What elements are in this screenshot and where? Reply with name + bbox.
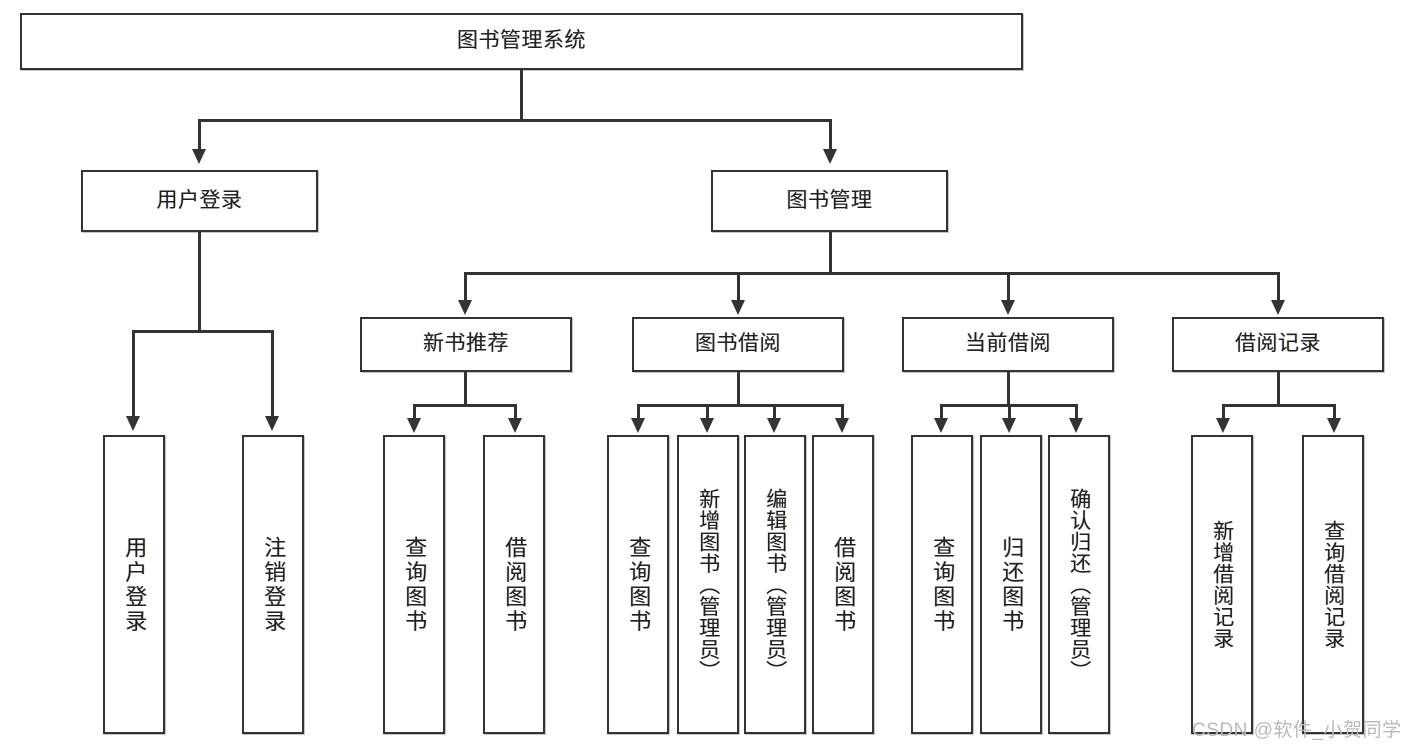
leaf-add-record-label: 新增借阅记录 (1210, 520, 1234, 649)
connector-new-book-rec-stem (464, 372, 467, 406)
node-book-borrow[interactable]: 图书借阅 (632, 317, 844, 372)
arrow-level2-2 (823, 149, 837, 164)
arrow-level2-1 (192, 149, 206, 164)
arrow-book-borrow-leaf-1 (631, 418, 645, 433)
connector-level3-bus (464, 272, 1280, 275)
connector-new-book-rec-bus (413, 404, 516, 407)
connector-level3-drop-3 (1007, 272, 1010, 302)
arrow-user-login-leaf-2 (265, 416, 279, 431)
node-new-book-rec[interactable]: 新书推荐 (360, 317, 572, 372)
connector-new-book-rec-drop-1 (413, 404, 416, 420)
connector-new-book-rec-drop-2 (514, 404, 517, 420)
connector-borrow-record-drop-1 (1222, 404, 1225, 420)
connector-level3-drop-4 (1277, 272, 1280, 302)
connector-current-borrow-drop-1 (940, 404, 943, 420)
leaf-user-logout-label: 注销登录 (261, 535, 287, 634)
connector-book-borrow-drop-2 (706, 404, 709, 420)
arrow-current-borrow-leaf-2 (1002, 418, 1016, 433)
connector-level3-drop-2 (737, 272, 740, 302)
arrow-current-borrow-leaf-3 (1069, 418, 1083, 433)
node-new-book-rec-label: 新书推荐 (423, 332, 509, 356)
leaf-borrow-book-1-label: 借阅图书 (502, 535, 528, 634)
connector-book-borrow-drop-3 (773, 404, 776, 420)
leaf-add-book[interactable]: 新增图书（管理员） (677, 435, 739, 734)
leaf-edit-book[interactable]: 编辑图书（管理员） (744, 435, 806, 734)
connector-current-borrow-drop-3 (1075, 404, 1078, 420)
connector-current-borrow-drop-2 (1008, 404, 1011, 420)
arrow-level3-2 (731, 300, 745, 315)
connector-book-borrow-drop-4 (841, 404, 844, 420)
connector-user-login-drop-2 (271, 330, 274, 418)
node-book-manage-label: 图书管理 (786, 188, 873, 212)
leaf-query-record[interactable]: 查询借阅记录 (1302, 435, 1364, 734)
leaf-return-book-label: 归还图书 (999, 535, 1025, 634)
leaf-borrow-book-2[interactable]: 借阅图书 (812, 435, 874, 734)
connector-level3-drop-1 (464, 272, 467, 302)
arrow-book-borrow-leaf-2 (700, 418, 714, 433)
leaf-user-login-label: 用户登录 (122, 535, 148, 634)
connector-root-stem (520, 70, 523, 120)
connector-user-login-stem (198, 232, 201, 332)
connector-borrow-record-drop-2 (1333, 404, 1336, 420)
leaf-query-book-3[interactable]: 查询图书 (911, 435, 973, 734)
node-user-login[interactable]: 用户登录 (81, 170, 318, 232)
connector-level2-bus (198, 119, 831, 122)
arrow-user-login-leaf-1 (126, 416, 140, 431)
connector-borrow-record-bus (1222, 404, 1335, 407)
node-current-borrow[interactable]: 当前借阅 (902, 317, 1114, 372)
arrow-current-borrow-leaf-1 (934, 418, 948, 433)
node-borrow-record-label: 借阅记录 (1235, 332, 1321, 356)
arrow-new-book-rec-leaf-2 (508, 418, 522, 433)
leaf-query-book-3-label: 查询图书 (930, 535, 956, 634)
connector-current-borrow-stem (1007, 372, 1010, 406)
leaf-query-book-2[interactable]: 查询图书 (607, 435, 669, 734)
arrow-book-borrow-leaf-3 (767, 418, 781, 433)
connector-user-login-bus (132, 330, 274, 333)
node-borrow-record[interactable]: 借阅记录 (1172, 317, 1384, 372)
arrow-level3-1 (458, 300, 472, 315)
leaf-query-book-1-label: 查询图书 (402, 535, 428, 634)
leaf-confirm-return[interactable]: 确认归还（管理员） (1048, 435, 1110, 734)
leaf-user-login[interactable]: 用户登录 (103, 435, 165, 734)
node-user-login-label: 用户登录 (156, 188, 243, 212)
leaf-add-record[interactable]: 新增借阅记录 (1191, 435, 1253, 734)
leaf-query-record-label: 查询借阅记录 (1321, 520, 1345, 649)
arrow-borrow-record-leaf-1 (1216, 418, 1230, 433)
connector-level2-drop-2 (829, 119, 832, 151)
connector-book-borrow-bus (637, 404, 843, 407)
connector-book-borrow-stem (737, 372, 740, 406)
leaf-edit-book-label: 编辑图书（管理员） (763, 487, 787, 682)
leaf-return-book[interactable]: 归还图书 (980, 435, 1042, 734)
connector-user-login-drop-1 (132, 330, 135, 418)
node-book-manage[interactable]: 图书管理 (711, 170, 948, 232)
connector-level2-drop-1 (198, 119, 201, 151)
node-root[interactable]: 图书管理系统 (20, 13, 1023, 70)
arrow-level3-4 (1271, 300, 1285, 315)
node-root-label: 图书管理系统 (457, 29, 586, 53)
arrow-new-book-rec-leaf-1 (407, 418, 421, 433)
connector-book-manage-stem (829, 232, 832, 274)
connector-borrow-record-stem (1277, 372, 1280, 406)
node-current-borrow-label: 当前借阅 (965, 332, 1051, 356)
leaf-borrow-book-1[interactable]: 借阅图书 (483, 435, 545, 734)
connector-book-borrow-drop-1 (637, 404, 640, 420)
leaf-query-book-2-label: 查询图书 (626, 535, 652, 634)
arrow-level3-3 (1001, 300, 1015, 315)
leaf-query-book-1[interactable]: 查询图书 (383, 435, 445, 734)
arrow-borrow-record-leaf-2 (1327, 418, 1341, 433)
leaf-confirm-return-label: 确认归还（管理员） (1067, 487, 1091, 682)
node-book-borrow-label: 图书借阅 (695, 332, 781, 356)
leaf-borrow-book-2-label: 借阅图书 (831, 535, 857, 634)
arrow-book-borrow-leaf-4 (835, 418, 849, 433)
leaf-user-logout[interactable]: 注销登录 (242, 435, 304, 734)
leaf-add-book-label: 新增图书（管理员） (696, 487, 720, 682)
